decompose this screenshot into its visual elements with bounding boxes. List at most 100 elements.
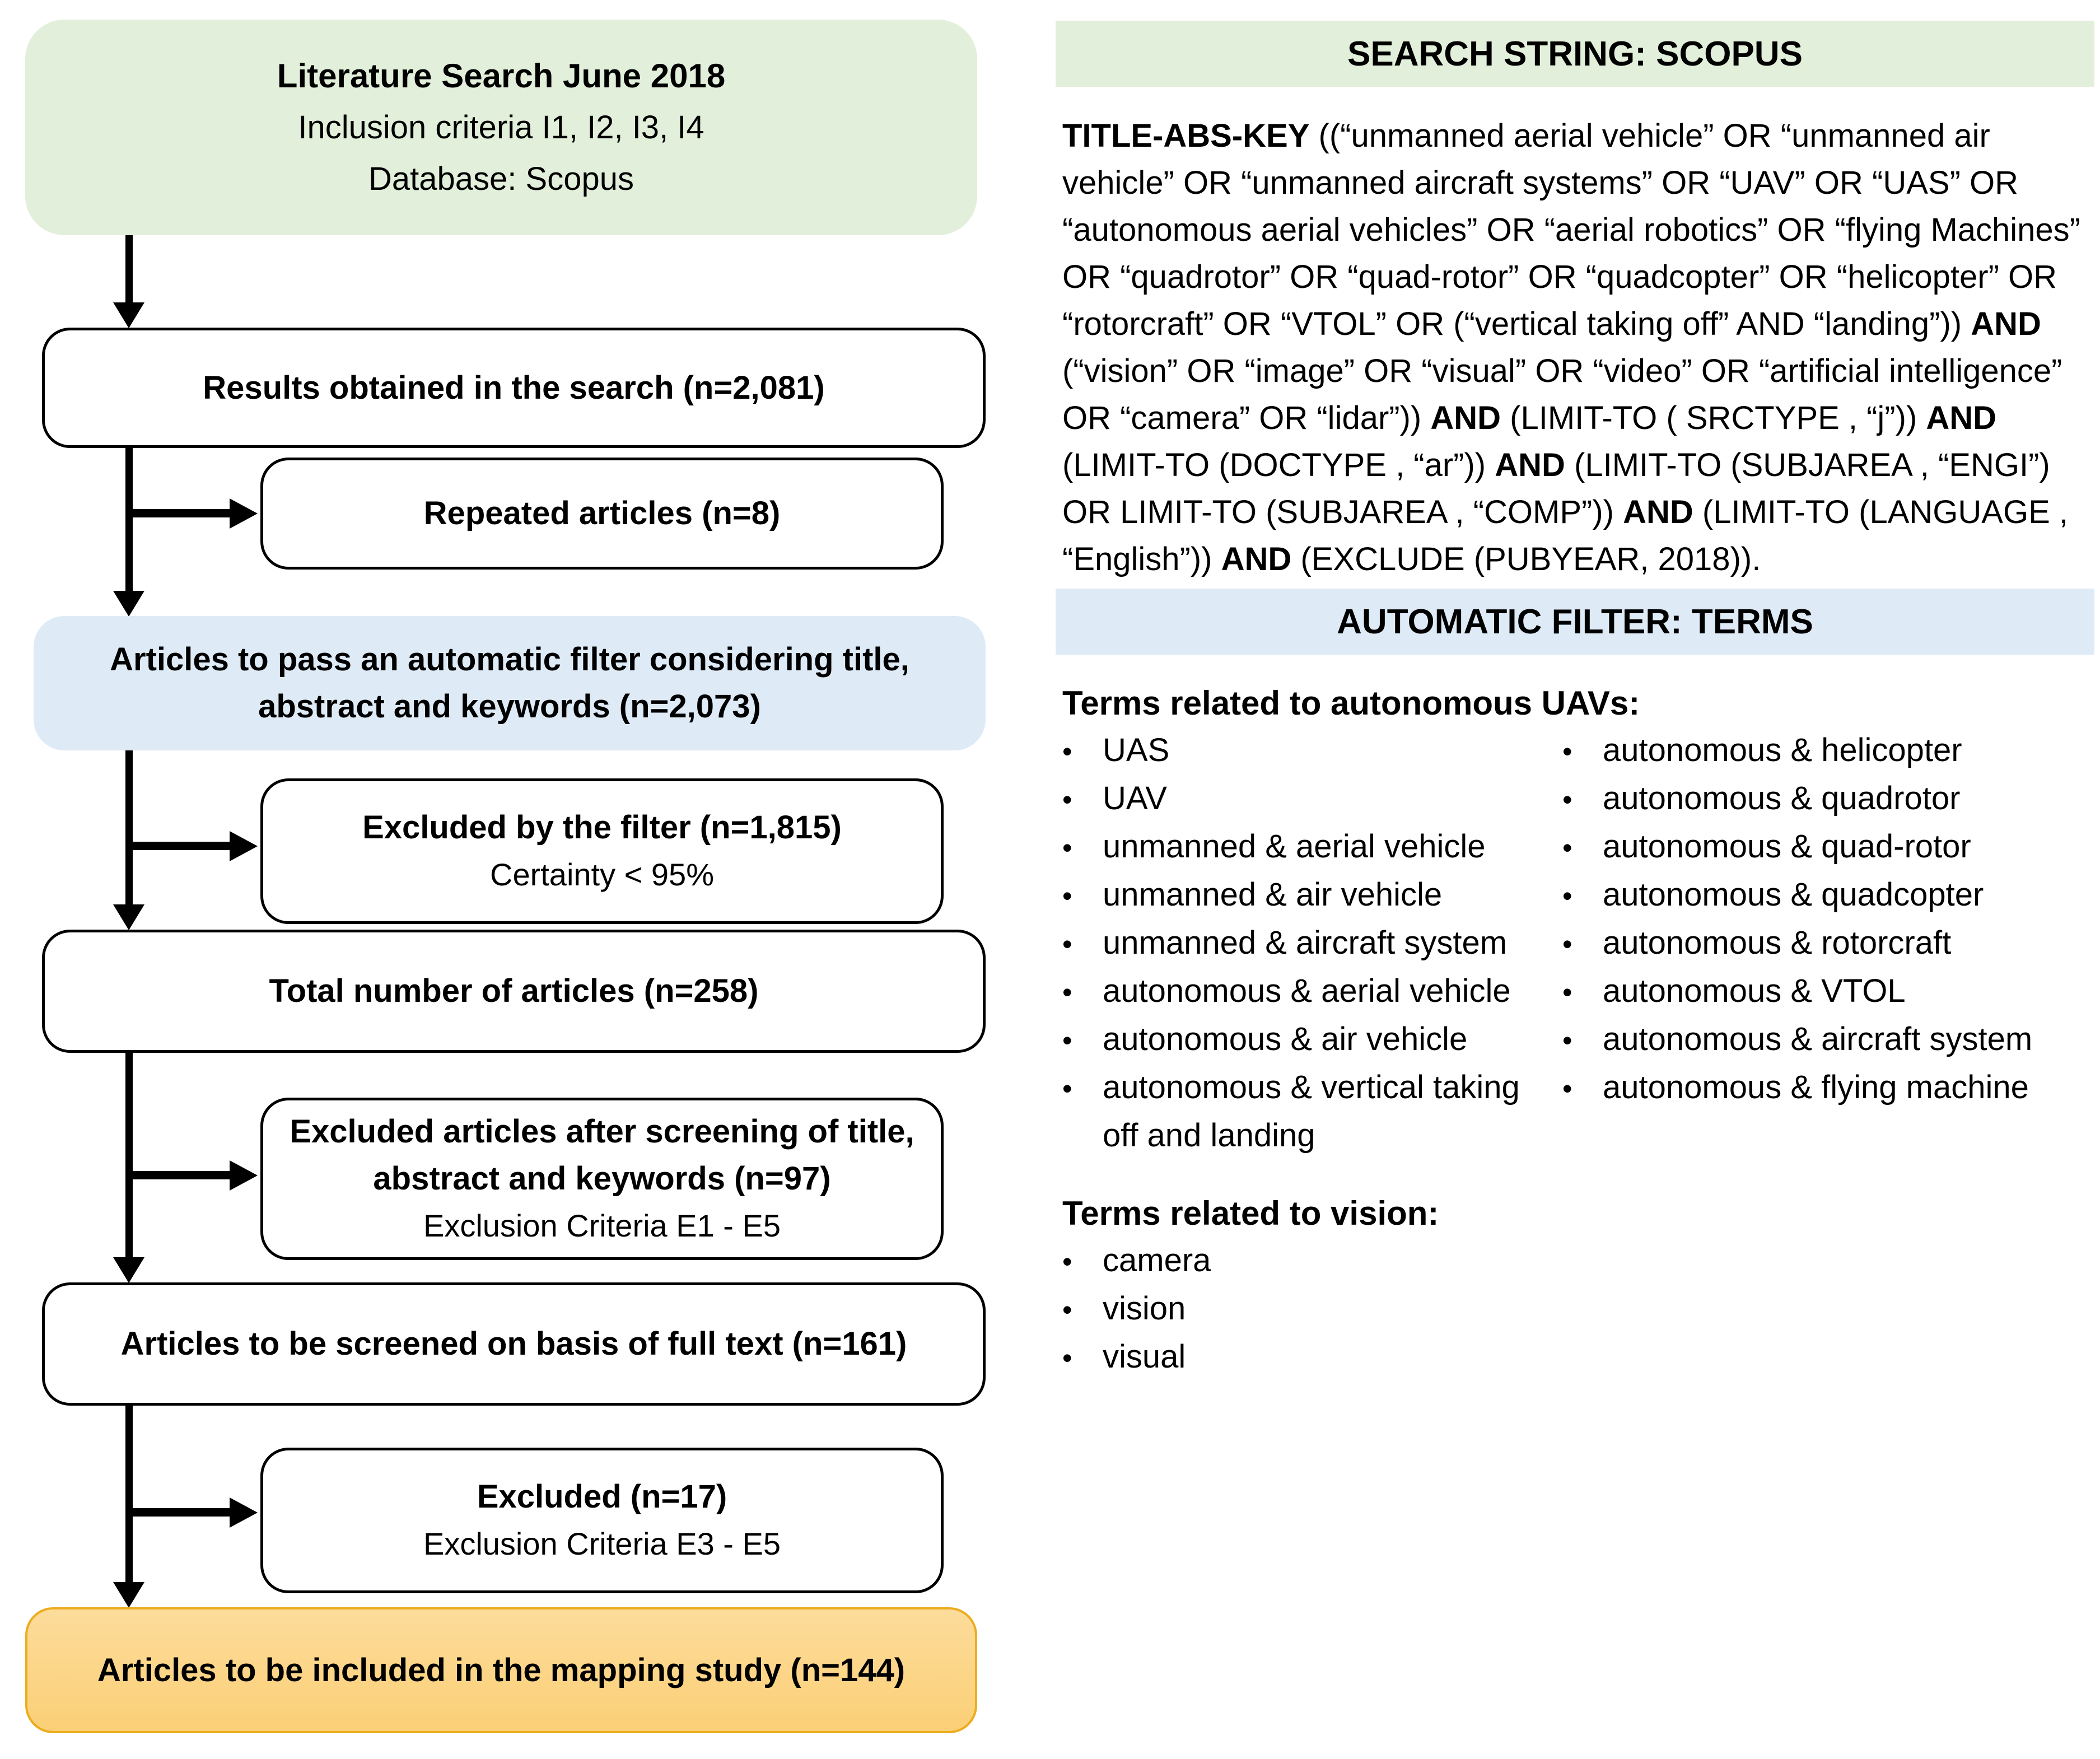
flow-arrow-line [125, 1053, 133, 1259]
bullet-icon: • [1062, 929, 1072, 960]
flow-box-repeated: Repeated articles (n=8) [260, 458, 944, 570]
search-string-header: SEARCH STRING: SCOPUS [1056, 21, 2094, 87]
bullet-icon: • [1062, 1294, 1072, 1326]
uav-terms-heading: Terms related to autonomous UAVs: [1062, 684, 1640, 722]
term-item: • vision [1062, 1285, 2094, 1333]
query-segment: ((“unmanned aerial vehicle” OR “unmanned… [1062, 118, 2080, 342]
term-label: unmanned & air vehicle [1103, 876, 1443, 913]
term-label: autonomous & rotorcraft [1603, 925, 1952, 961]
term-label: autonomous & quadcopter [1603, 876, 1984, 913]
flow-arrow-line [125, 235, 133, 304]
bullet-icon: • [1062, 1025, 1072, 1056]
term-item: • autonomous & air vehicle [1062, 1016, 1562, 1064]
included-label: Articles to be included in the mapping s… [97, 1651, 906, 1688]
repeated-label: Repeated articles (n=8) [423, 495, 781, 531]
excluded-screening-criteria: Exclusion Criteria E1 - E5 [423, 1208, 781, 1243]
bullet-icon: • [1562, 929, 1572, 960]
term-label: autonomous & quad-rotor [1603, 828, 1971, 865]
term-label: autonomous & quadrotor [1603, 780, 1961, 816]
search-string-header-label: SEARCH STRING: SCOPUS [1347, 34, 1803, 73]
flow-arrowhead-down [113, 1582, 144, 1608]
results-label: Results obtained in the search (n=2,081) [203, 369, 825, 406]
term-item: • unmanned & air vehicle [1062, 871, 1562, 920]
bullet-icon: • [1562, 1025, 1572, 1056]
bullet-icon: • [1062, 736, 1072, 767]
vision-terms-section: Terms related to vision: •camera•vision•… [1056, 1189, 2094, 1382]
term-item: • unmanned & aerial vehicle [1062, 823, 1562, 871]
term-label: autonomous & aerial vehicle [1103, 973, 1511, 1009]
flow-arrow-line [125, 750, 133, 906]
term-item: •autonomous & flying machine [1562, 1064, 2094, 1112]
excluded-screening-label: Excluded articles after screening of tit… [290, 1113, 914, 1197]
uav-terms-left-list: •UAS•UAV•unmanned & aerial vehicle•unman… [1062, 727, 1562, 1159]
flow-box-excluded-screening: Excluded articles after screening of tit… [260, 1098, 944, 1260]
term-label: autonomous & VTOL [1603, 973, 1906, 1009]
automatic-filter-header-label: AUTOMATIC FILTER: TERMS [1337, 602, 1813, 641]
term-label: autonomous & flying machine [1603, 1069, 2029, 1105]
query-bold-segment: TITLE-ABS-KEY [1062, 118, 1310, 154]
flow-box-auto-filter: Articles to pass an automatic filter con… [34, 616, 986, 750]
flow-branch-line [125, 1508, 231, 1517]
uav-terms-right-list: •autonomous & helicopter•autonomous & qu… [1562, 727, 2094, 1159]
flow-box-results: Results obtained in the search (n=2,081) [42, 328, 986, 448]
bullet-icon: • [1062, 977, 1072, 1008]
bullet-icon: • [1562, 977, 1572, 1008]
term-item: •visual [1062, 1333, 2094, 1382]
term-item: • camera [1062, 1237, 2094, 1285]
term-item: • autonomous & rotorcraft [1562, 920, 2094, 968]
query-segment: (LIMIT-TO ( SRCTYPE , “j”)) [1501, 400, 1926, 436]
query-bold-segment: AND [1926, 400, 1997, 436]
flow-branch-line [125, 1171, 231, 1179]
term-item: •unmanned & aircraft system [1062, 920, 1562, 968]
uav-terms-columns: •UAS•UAV•unmanned & aerial vehicle•unman… [1062, 727, 2094, 1159]
term-item: •autonomous & quadcopter [1562, 871, 2094, 920]
flow-arrowhead-right [230, 498, 258, 529]
term-label: unmanned & aerial vehicle [1103, 828, 1486, 865]
search-details-panel: SEARCH STRING: SCOPUS TITLE-ABS-KEY ((“u… [1056, 0, 2094, 1382]
fulltext-label: Articles to be screened on basis of full… [120, 1326, 907, 1362]
bullet-icon: • [1062, 1246, 1072, 1277]
term-label: UAS [1103, 732, 1170, 768]
flow-arrowhead-right [230, 1160, 258, 1191]
flow-arrowhead-down [113, 1257, 144, 1283]
scopus-query-text: TITLE-ABS-KEY ((“unmanned aerial vehicle… [1062, 113, 2083, 583]
bullet-icon: • [1562, 736, 1572, 767]
bullet-icon: • [1562, 832, 1572, 864]
vision-terms-list: • camera • vision •visual [1062, 1237, 2094, 1382]
query-segment: (LIMIT-TO (DOCTYPE , “ar”)) [1062, 447, 1495, 483]
flow-box-start: Literature Search June 2018 Inclusion cr… [25, 20, 977, 235]
query-bold-segment: AND [1495, 447, 1565, 483]
flow-box-excluded-filter: Excluded by the filter (n=1,815) Certain… [260, 778, 944, 924]
flow-arrowhead-down [113, 591, 144, 617]
bullet-icon: • [1062, 1342, 1072, 1374]
bullet-icon: • [1062, 880, 1072, 912]
query-segment: (EXCLUDE (PUBYEAR, 2018)). [1291, 541, 1761, 577]
term-item: • autonomous & aerial vehicle [1062, 968, 1562, 1016]
query-segment: (“vision” OR “image” OR “visual” OR “vid… [1062, 353, 2062, 436]
term-item: • UAS [1062, 727, 1562, 775]
flow-branch-line [125, 842, 231, 850]
automatic-filter-header: AUTOMATIC FILTER: TERMS [1056, 589, 2094, 655]
term-item: • autonomous & helicopter [1562, 727, 2094, 775]
term-item: • autonomous & quad-rotor [1562, 823, 2094, 871]
query-segment: (LIMIT-TO (LANGUAGE , “English”)) [1062, 494, 2069, 577]
flow-arrowhead-right [230, 831, 258, 861]
term-label: camera [1103, 1242, 1211, 1279]
flow-arrow-line [125, 1406, 133, 1584]
query-bold-segment: AND [1971, 306, 2041, 342]
term-label: autonomous & air vehicle [1103, 1021, 1468, 1057]
start-title: Literature Search June 2018 [277, 57, 726, 95]
flow-arrowhead-down [113, 302, 144, 328]
bullet-icon: • [1062, 832, 1072, 864]
term-label: vision [1103, 1290, 1186, 1327]
excluded-fulltext-label: Excluded (n=17) [477, 1478, 727, 1515]
term-item: •autonomous & aircraft system [1562, 1016, 2094, 1064]
flow-arrowhead-right [230, 1497, 258, 1528]
vision-terms-heading: Terms related to vision: [1062, 1195, 1439, 1232]
total-label: Total number of articles (n=258) [269, 973, 759, 1009]
auto-filter-label: Articles to pass an automatic filter con… [110, 641, 909, 725]
flow-box-included: Articles to be included in the mapping s… [25, 1607, 977, 1733]
bullet-icon: • [1062, 1073, 1072, 1104]
term-label: autonomous & helicopter [1603, 732, 1962, 768]
